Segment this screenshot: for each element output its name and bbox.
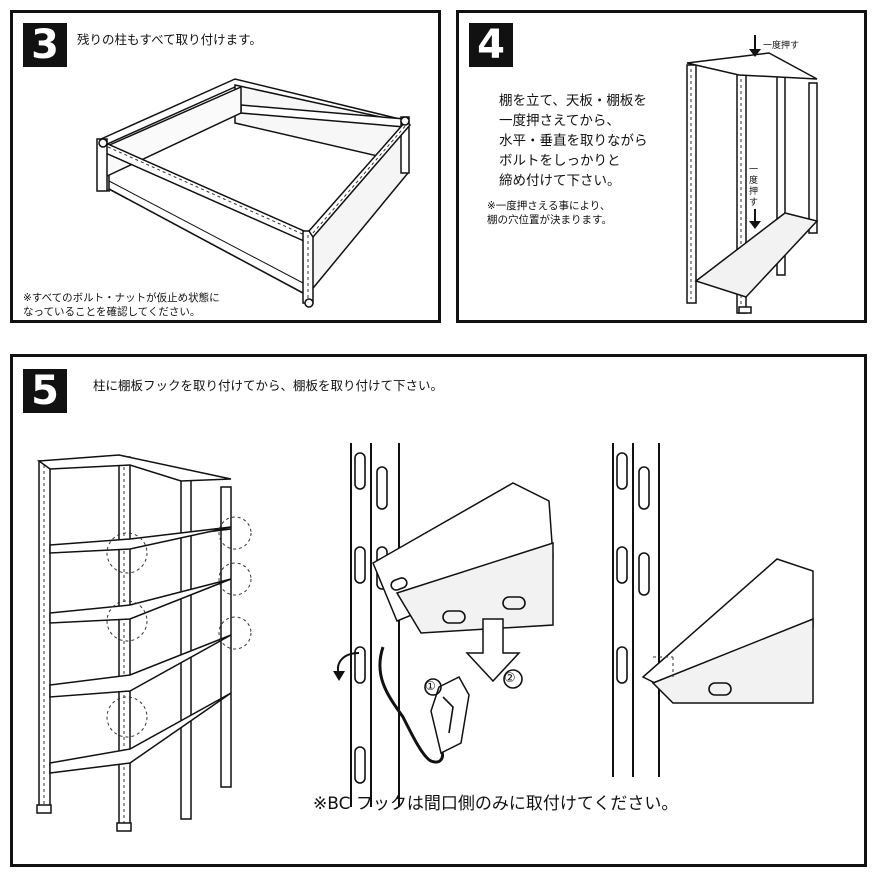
step-4-side-label: 一度押す (749, 165, 759, 208)
step-5-panel: 5 柱に棚板フックを取り付けてから、棚板を取り付けて下さい。 (10, 354, 867, 867)
complete-rack (36, 454, 252, 832)
step-3-instruction: 残りの柱もすべて取り付けます。 (77, 32, 262, 47)
frame-assembly-illustration (96, 78, 412, 308)
step-5-footnote: ※BC フックは間口側のみに取付けてください。 (313, 794, 679, 814)
shelf-installation-illustration (36, 443, 814, 832)
step-3-number: 3 (23, 23, 67, 67)
step-5-marker-2: ② (504, 671, 516, 686)
step-4-number: 4 (469, 23, 513, 67)
hook-detail (333, 443, 554, 807)
step-4-note: ※一度押さえる事により、 棚の穴位置が決まります。 (487, 200, 612, 226)
step-4-panel: 4 棚を立て、天板・棚板を 一度押さえてから、 水平・垂直を取りながら ボルトを… (456, 10, 867, 323)
step-5-number: 5 (23, 369, 67, 413)
step-5-instruction: 柱に棚板フックを取り付けてから、棚板を取り付けて下さい。 (93, 378, 444, 393)
step-4-top-label: 一度押す (763, 41, 800, 51)
step-3-note: ※すべてのボルト・ナットが仮止め状態に なっていることを確認してください。 (23, 292, 220, 318)
step-4-instruction: 棚を立て、天板・棚板を 一度押さえてから、 水平・垂直を取りながら ボルトをしっ… (499, 93, 648, 189)
step-3-panel: 3 残りの柱もすべて取り付けます。 ※すべてのボルト・ナット (10, 10, 441, 323)
installed-detail (612, 443, 814, 777)
step-5-marker-1: ① (425, 679, 436, 693)
upright-rack-illustration (686, 35, 819, 314)
